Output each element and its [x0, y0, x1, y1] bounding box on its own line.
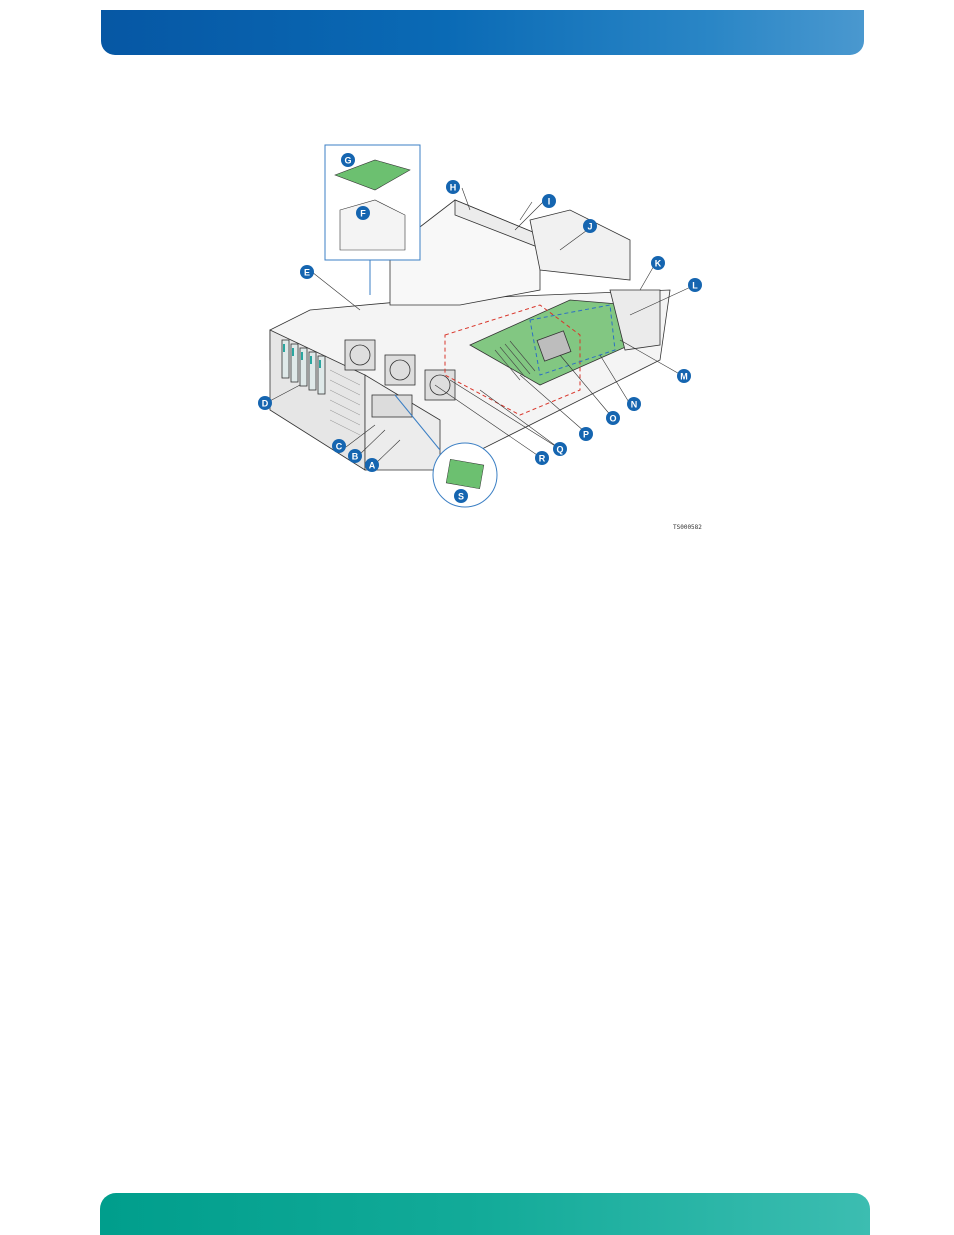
svg-text:I: I [548, 197, 551, 207]
chassis-illustration: A B C D E F G H I J K L M N O P Q R S [240, 140, 720, 540]
callout-J: J [583, 219, 597, 233]
svg-text:S: S [458, 492, 464, 502]
callout-O: O [606, 411, 620, 425]
svg-text:B: B [352, 452, 359, 462]
svg-text:P: P [583, 430, 589, 440]
svg-text:R: R [539, 454, 546, 464]
svg-text:K: K [655, 259, 662, 269]
svg-text:F: F [360, 209, 366, 219]
svg-text:J: J [587, 222, 592, 232]
svg-text:M: M [680, 372, 688, 382]
svg-text:L: L [692, 281, 698, 291]
callout-N: N [627, 397, 641, 411]
callout-A: A [365, 458, 379, 472]
callout-Q: Q [553, 442, 567, 456]
callout-C: C [332, 439, 346, 453]
callout-E: E [300, 265, 314, 279]
callout-H: H [446, 180, 460, 194]
server-chassis-figure: A B C D E F G H I J K L M N O P Q R S TS… [240, 140, 720, 540]
callout-D: D [258, 396, 272, 410]
callout-R: R [535, 451, 549, 465]
callout-M: M [677, 369, 691, 383]
svg-text:C: C [336, 442, 343, 452]
riser-card [530, 210, 630, 280]
figure-id: TS000582 [673, 524, 702, 531]
callout-G: G [341, 153, 355, 167]
svg-text:H: H [450, 183, 457, 193]
svg-text:G: G [344, 156, 351, 166]
footer-bar [100, 1193, 870, 1235]
callout-F: F [356, 206, 370, 220]
svg-text:O: O [609, 414, 616, 424]
header-bar [101, 10, 864, 55]
callout-K: K [651, 256, 665, 270]
svg-text:N: N [631, 400, 638, 410]
svg-text:A: A [369, 461, 376, 471]
callout-L: L [688, 278, 702, 292]
svg-text:E: E [304, 268, 310, 278]
svg-text:Q: Q [556, 445, 563, 455]
svg-text:D: D [262, 399, 269, 409]
callout-I: I [542, 194, 556, 208]
callout-P: P [579, 427, 593, 441]
control-panel [372, 395, 412, 417]
callout-B: B [348, 449, 362, 463]
callout-S: S [454, 489, 468, 503]
